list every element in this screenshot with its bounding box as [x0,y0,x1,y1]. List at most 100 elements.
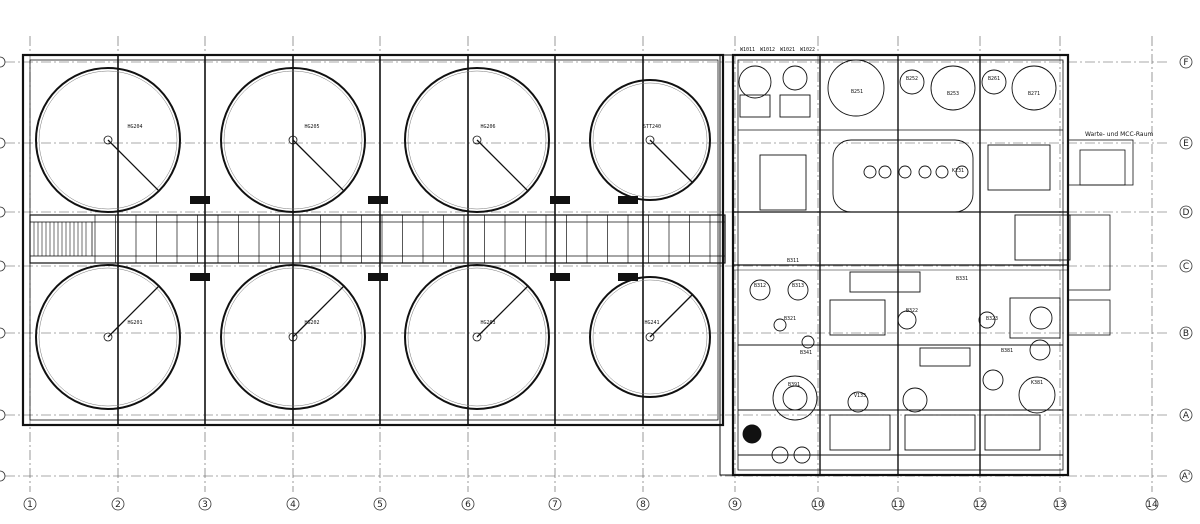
tank-label: HG241 [644,320,659,326]
grid-col-label: 12 [974,500,985,510]
tank-north [404,67,550,213]
tank-inner-wall [223,70,363,210]
tank-center-hub [288,332,298,342]
grid-row-bubble [1179,326,1193,340]
tank-inner-wall [407,70,547,210]
equipment-tag: B253 [947,91,959,97]
grid-col-label: 3 [202,500,208,510]
pump-unit [190,273,210,281]
grid-row-bubble-west [0,470,6,482]
grid-col-label: 13 [1054,500,1065,510]
equipment-tag: B321 [784,316,796,322]
grid-lines [5,36,1170,492]
grid-row-bubble [1179,469,1193,483]
grid-row-label: F [1183,58,1188,68]
grid-row-bubble [1179,205,1193,219]
grid-row-bubble-west [0,137,6,149]
grid-col-bubble [728,497,742,511]
grid-col-label: 1 [27,500,33,510]
grid-col-label: 2 [115,500,121,510]
equipment-tag: B311 [787,258,799,264]
grid-col-bubble [23,497,37,511]
grid-row-label: E [1183,139,1189,149]
tank-label: HG203 [480,320,495,326]
grid-row-bubble [1179,408,1193,422]
equipment-tag: B381 [1001,348,1013,354]
equipment-tag: B313 [792,283,804,289]
equipment-tag: K231 [952,168,964,174]
tank-inner-wall [38,267,178,407]
tank-scraper-arm [292,139,344,191]
grid-row-bubble-west [0,206,6,218]
equipment-tag: B252 [906,76,918,82]
grid-col-bubble [111,497,125,511]
pump-unit [190,196,210,204]
grid-row-label: C [1183,262,1189,272]
grid-col-bubble [1145,497,1159,511]
tank-label: HG204 [127,124,142,130]
control-room-annex [1067,139,1134,336]
tank-north [589,79,711,201]
grid-col-label: 10 [812,500,824,510]
tank-scraper-arm [476,139,528,191]
tank-inner-wall [592,279,708,395]
grid-col-bubble [811,497,825,511]
tank-north [220,67,366,213]
pump-unit [550,273,570,281]
grid-col-bubble [548,497,562,511]
tank-scraper-arm [649,294,693,338]
equipment-tag: V133 [854,393,866,399]
tank-north [35,67,181,213]
tank-scraper-arm [476,286,528,338]
grid-col-bubble [636,497,650,511]
tank-scraper-arm [107,139,159,191]
tank-label: HG205 [304,124,319,130]
tank-inner-wall [407,267,547,407]
pump-unit [368,196,388,204]
grid-col-label: 6 [465,500,471,510]
top-tag-2: W1012 [760,47,775,53]
tank-center-hub [472,332,482,342]
tank-center-hub [645,332,655,342]
tank-center-hub [288,135,298,145]
pump-unit [550,196,570,204]
grid-row-bubble [1179,136,1193,150]
tank-scraper-arm [649,139,693,183]
grid-row-bubble [1179,55,1193,69]
tank-south [35,264,181,410]
tank-label: STT240 [643,124,661,130]
grid-col-label: 9 [732,500,738,510]
grid-row-bubble-west [0,260,6,272]
top-tag-1: W1011 [740,47,755,53]
grid-col-bubble [1053,497,1067,511]
pump-unit [618,196,638,204]
tank-center-hub [472,135,482,145]
pump-unit [368,273,388,281]
grid-row-label: B [1183,329,1189,339]
grid-row-label: D [1183,208,1190,218]
tank-inner-wall [38,70,178,210]
grid-col-label: 8 [640,500,646,510]
grid-col-bubble [373,497,387,511]
grid-col-bubble [973,497,987,511]
top-tag-3: W1021 [780,47,795,53]
tank-inner-wall [223,267,363,407]
equipment-tag: B391 [788,382,800,388]
east-plant-equipment [733,55,1071,475]
equipment-tag: B271 [1028,91,1040,97]
grid-col-label: 5 [377,500,383,510]
grid-col-bubble [286,497,300,511]
grid-row-bubble-west [0,409,6,421]
tank-scraper-arm [107,286,159,338]
central-catwalk [29,214,726,264]
room-label: Warte- und MCC-Raum [1085,131,1153,138]
equipment-tag: B312 [754,283,766,289]
grid-col-label: 4 [290,500,296,510]
tank-center-hub [103,332,113,342]
grid-row-label: A [1183,411,1190,421]
bay-dividers [117,55,644,425]
grid-row-label: A' [1182,472,1191,482]
